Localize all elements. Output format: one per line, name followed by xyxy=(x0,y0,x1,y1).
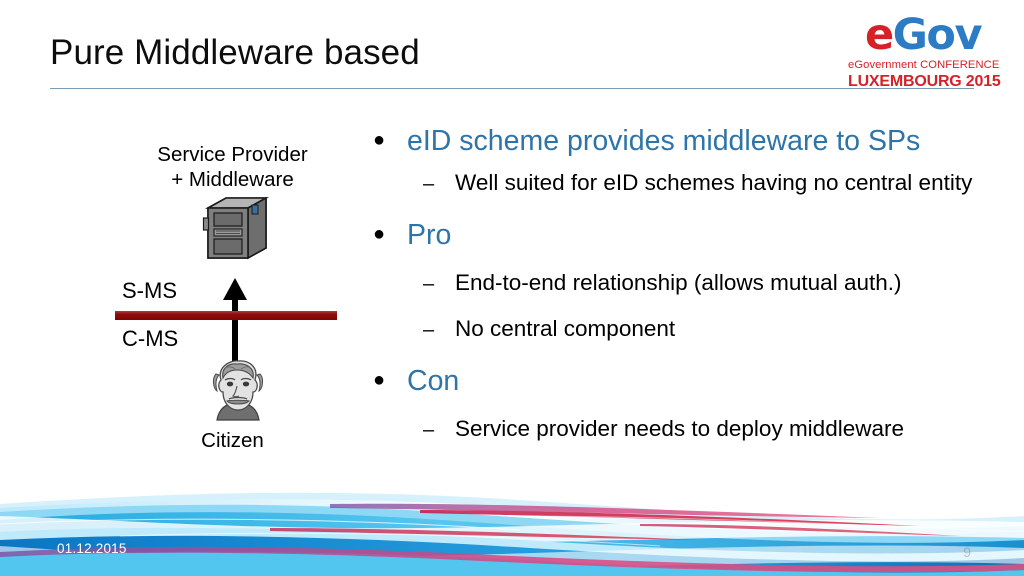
bullet-heading-2: Con xyxy=(407,365,460,397)
sub-bullet-1-0: End-to-end relationship (allows mutual a… xyxy=(455,270,902,295)
bullet-heading-row: ● eID scheme provides middleware to SPs xyxy=(365,122,1015,160)
citizen-face-icon xyxy=(213,360,263,421)
c-ms-label: C-MS xyxy=(122,326,179,351)
middleware-architecture-diagram: Service Provider + Middleware S-MS C-MS xyxy=(110,130,370,470)
sub-bullet-2-0: Service provider needs to deploy middlew… xyxy=(455,416,904,441)
ms-border-line xyxy=(115,311,337,320)
logo-subtitle-conference: eGovernment CONFERENCE xyxy=(848,59,1000,71)
wave-footer-graphic xyxy=(0,486,1024,576)
dash-marker-icon: – xyxy=(423,273,435,295)
dash-marker-icon: – xyxy=(423,319,435,341)
bullet-marker-icon: ● xyxy=(373,129,386,151)
bullet-marker-icon: ● xyxy=(373,369,386,391)
logo-letter-e: e xyxy=(864,10,894,60)
service-provider-label-line2: + Middleware xyxy=(171,168,294,191)
bullet-heading-0: eID scheme provides middleware to SPs xyxy=(407,125,921,157)
bullet-heading-row: ● Pro xyxy=(365,216,1015,254)
service-provider-label-line1: Service Provider xyxy=(157,143,308,166)
citizen-label: Citizen xyxy=(201,429,264,452)
title-divider xyxy=(50,88,974,89)
bullet-heading-row: ● Con xyxy=(365,362,1015,400)
logo-subtitle-location-year: LUXEMBOURG 2015 xyxy=(848,73,1001,90)
bullet-marker-icon: ● xyxy=(373,223,386,245)
sub-bullet-row: – Well suited for eID schemes having no … xyxy=(423,168,1015,200)
s-ms-label: S-MS xyxy=(122,278,177,303)
dash-marker-icon: – xyxy=(423,173,435,195)
sub-bullet-1-1: No central component xyxy=(455,316,676,341)
sub-bullet-0-0: Well suited for eID schemes having no ce… xyxy=(455,170,973,195)
slide-number: 9 xyxy=(963,544,971,560)
bullet-content: ● eID scheme provides middleware to SPs … xyxy=(365,118,1015,446)
server-tower-icon xyxy=(202,196,270,260)
logo-letters-gov: Gov xyxy=(892,10,983,60)
footer-date: 01.12.2015 xyxy=(57,541,127,556)
egov-conference-logo: eGov eGovernment CONFERENCE LUXEMBOURG 2… xyxy=(848,12,1001,92)
title-block: Pure Middleware based xyxy=(50,30,810,88)
dash-marker-icon: – xyxy=(423,419,435,441)
sub-bullet-row: – Service provider needs to deploy middl… xyxy=(423,414,1015,446)
sub-bullet-row: – No central component xyxy=(423,314,1015,346)
bullet-heading-1: Pro xyxy=(407,219,452,251)
service-provider-label: Service Provider + Middleware xyxy=(110,142,355,192)
page-title: Pure Middleware based xyxy=(50,33,420,72)
sub-bullet-row: – End-to-end relationship (allows mutual… xyxy=(423,268,1015,300)
logo-wordmark: eGov xyxy=(848,12,998,58)
